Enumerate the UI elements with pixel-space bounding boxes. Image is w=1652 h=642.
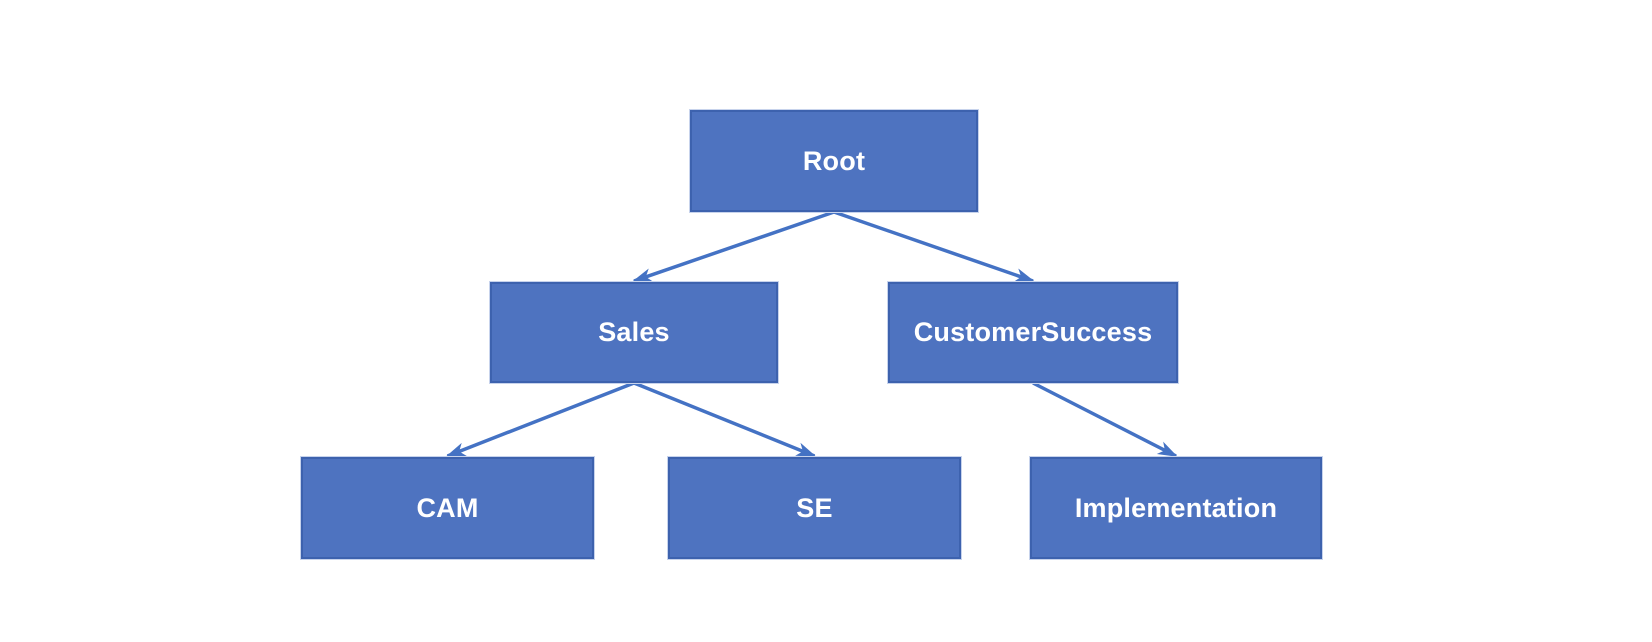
node-label-se: SE [796, 492, 833, 523]
node-root: Root [689, 109, 979, 213]
node-label-root: Root [802, 145, 866, 176]
connector-root-to-sales [632, 210, 835, 283]
node-se: SE [667, 456, 962, 560]
node-label-cam: CAM [416, 492, 479, 523]
connector-customersuccess-to-implementation [1032, 381, 1178, 458]
node-label-sales: Sales [598, 317, 670, 347]
node-implementation: Implementation [1029, 456, 1323, 560]
node-sales: Sales [489, 281, 779, 384]
node-label-implementation: Implementation [1074, 492, 1278, 523]
node-customersuccess: CustomerSuccess [887, 281, 1179, 384]
connector-sales-to-se [633, 381, 817, 458]
node-label-customersuccess: CustomerSuccess [913, 317, 1153, 347]
node-cam: CAM [300, 456, 595, 560]
connector-root-to-customersuccess [833, 210, 1035, 283]
connector-sales-to-cam [445, 381, 635, 458]
